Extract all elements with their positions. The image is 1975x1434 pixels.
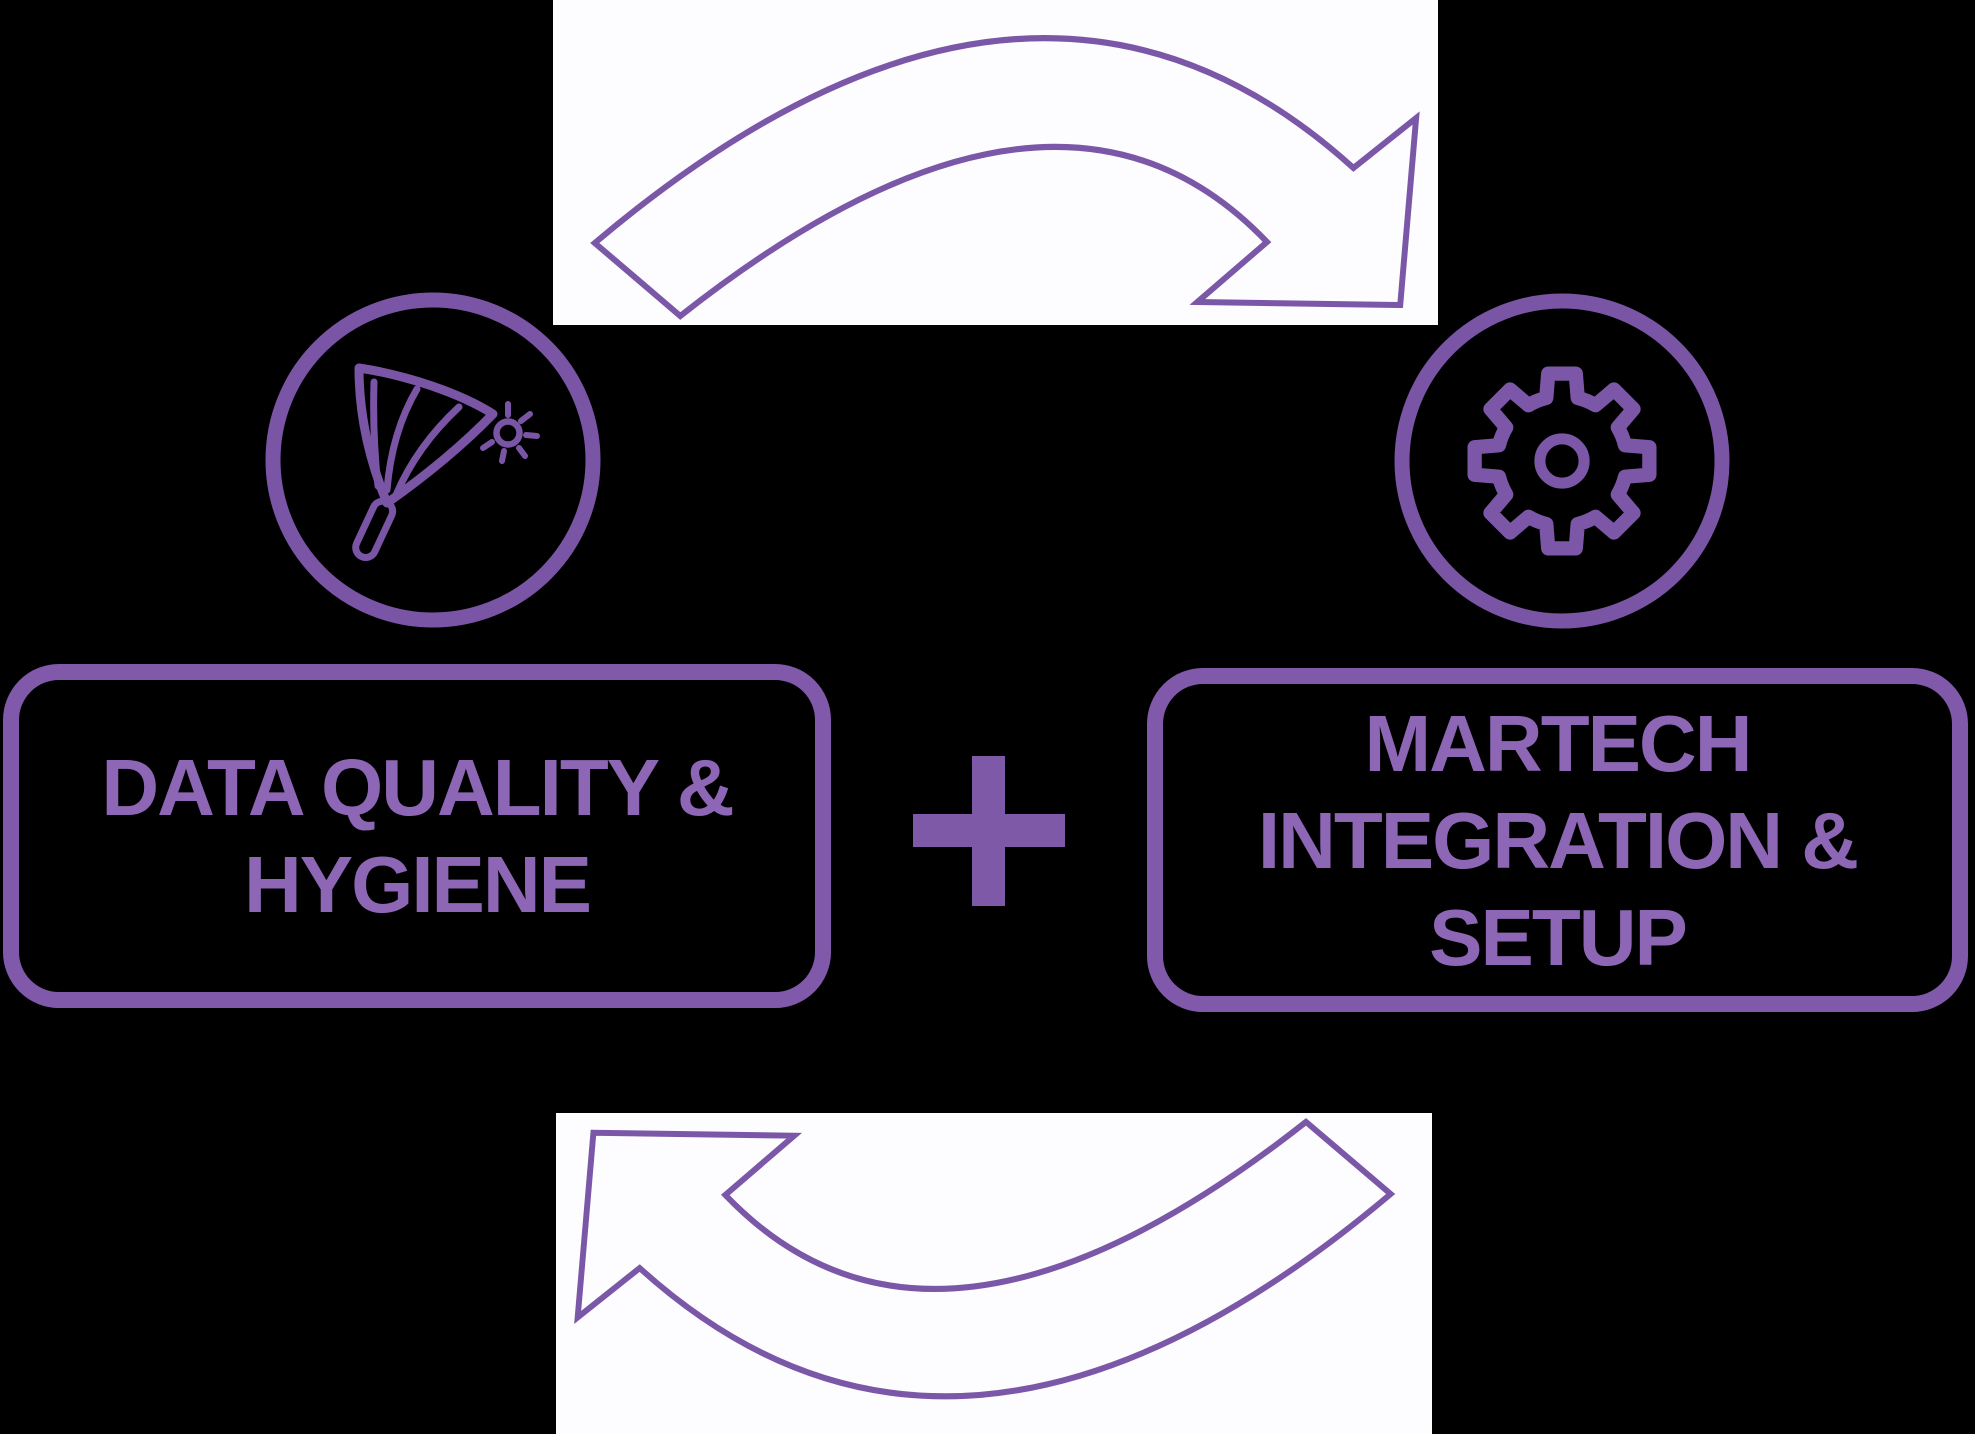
plus-vertical-bar (972, 756, 1005, 906)
gear-hole (1534, 433, 1590, 489)
gear-teeth (1467, 366, 1657, 556)
duster-rib-2 (383, 385, 421, 494)
node-label-line: DATA QUALITY & (101, 743, 734, 832)
node-data-quality-hygiene: DATA QUALITY & HYGIENE (3, 664, 831, 1008)
curved-arrow-rotated-group (574, 1118, 1396, 1400)
curved-arrow-shape (574, 1118, 1396, 1400)
sparkle-rays (480, 401, 540, 464)
cycle-arrow-right-icon (590, 35, 1420, 320)
duster-fan (354, 363, 498, 508)
duster-rib-1 (370, 378, 382, 490)
icon-circle-outline (1394, 293, 1730, 629)
node-label-line: MARTECH (1364, 698, 1753, 788)
sparkle-center (493, 418, 523, 448)
plus-connector-icon (913, 756, 1065, 906)
gear-icon (1394, 293, 1730, 629)
node-martech-integration-setup: MARTECH INTEGRATION & SETUP (1147, 668, 1968, 1012)
bottom-arrow-panel (556, 1113, 1432, 1434)
curved-arrow-shape (590, 35, 1420, 320)
duster-rib-3 (392, 403, 463, 499)
icon-circle-outline (265, 292, 601, 628)
duster-handle (352, 497, 397, 562)
cycle-arrow-left-icon (574, 1118, 1396, 1400)
duster-icon (265, 292, 601, 628)
gear-glyph (1467, 366, 1657, 556)
node-label-line: SETUP (1429, 892, 1688, 982)
duster-glyph (352, 363, 540, 562)
node-label-line: HYGIENE (243, 840, 592, 929)
node-label-line: INTEGRATION & (1257, 795, 1859, 885)
top-arrow-panel (553, 0, 1438, 325)
